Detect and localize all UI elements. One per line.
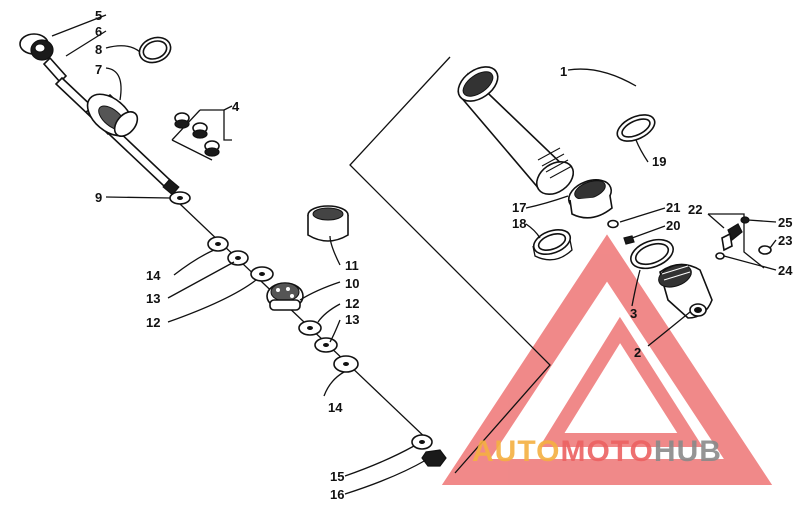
callout-23: 23 [778,233,792,248]
watermark-auto: AUTO [472,435,560,468]
watermark-text: AUTOMOTOHUB [472,435,722,468]
watermark-moto: MOTO [560,435,653,468]
cylinder-body-1 [457,66,575,196]
callout-22: 22 [688,202,702,217]
callout-21: 21 [666,200,680,215]
callout-17: 17 [512,200,526,215]
callout-13-left: 13 [146,291,160,306]
valve-kit-22 [707,213,772,269]
shim-stack-left [207,236,274,282]
callout-19: 19 [652,154,666,169]
callouts: 1 2 3 4 5 6 7 8 9 10 11 12 12 13 13 14 1… [95,8,793,502]
svg-text:AUTOMOTOHUB: AUTOMOTOHUB [472,435,722,468]
callout-8: 8 [95,42,102,57]
callout-14-left: 14 [146,268,161,283]
callout-20: 20 [666,218,680,233]
callout-25: 25 [778,215,792,230]
callout-2: 2 [634,345,641,360]
leader-lines [51,14,777,495]
callout-7: 7 [95,62,102,77]
seal-18 [532,228,573,261]
assembly-frame [349,56,551,474]
callout-12-left: 12 [146,315,160,330]
end-cap-2 [630,238,713,319]
watermark-logo [441,234,773,485]
piston-ring-11 [307,205,349,242]
callout-1: 1 [560,64,567,79]
washer-21 [607,219,619,229]
callout-5: 5 [95,8,102,23]
callout-24: 24 [778,263,793,278]
callout-11: 11 [345,258,359,273]
piston-10 [266,282,304,311]
callout-13-right: 13 [345,312,359,327]
shim-stack-right [298,320,359,373]
nut-16 [421,449,447,467]
watermark-hub: HUB [654,435,722,468]
callout-6: 6 [95,24,102,39]
callout-15: 15 [330,469,344,484]
fitting-20 [623,235,635,245]
piston-head [84,93,139,137]
seal-kit-4 [171,109,232,161]
callout-12-right: 12 [345,296,359,311]
callout-4: 4 [232,99,240,114]
callout-9: 9 [95,190,102,205]
callout-10: 10 [345,276,359,291]
callout-16: 16 [330,487,344,502]
callout-18: 18 [512,216,526,231]
callout-3: 3 [630,306,637,321]
shaft-assembly [19,33,180,196]
callout-14-right: 14 [328,400,343,415]
gland-17 [567,179,613,219]
